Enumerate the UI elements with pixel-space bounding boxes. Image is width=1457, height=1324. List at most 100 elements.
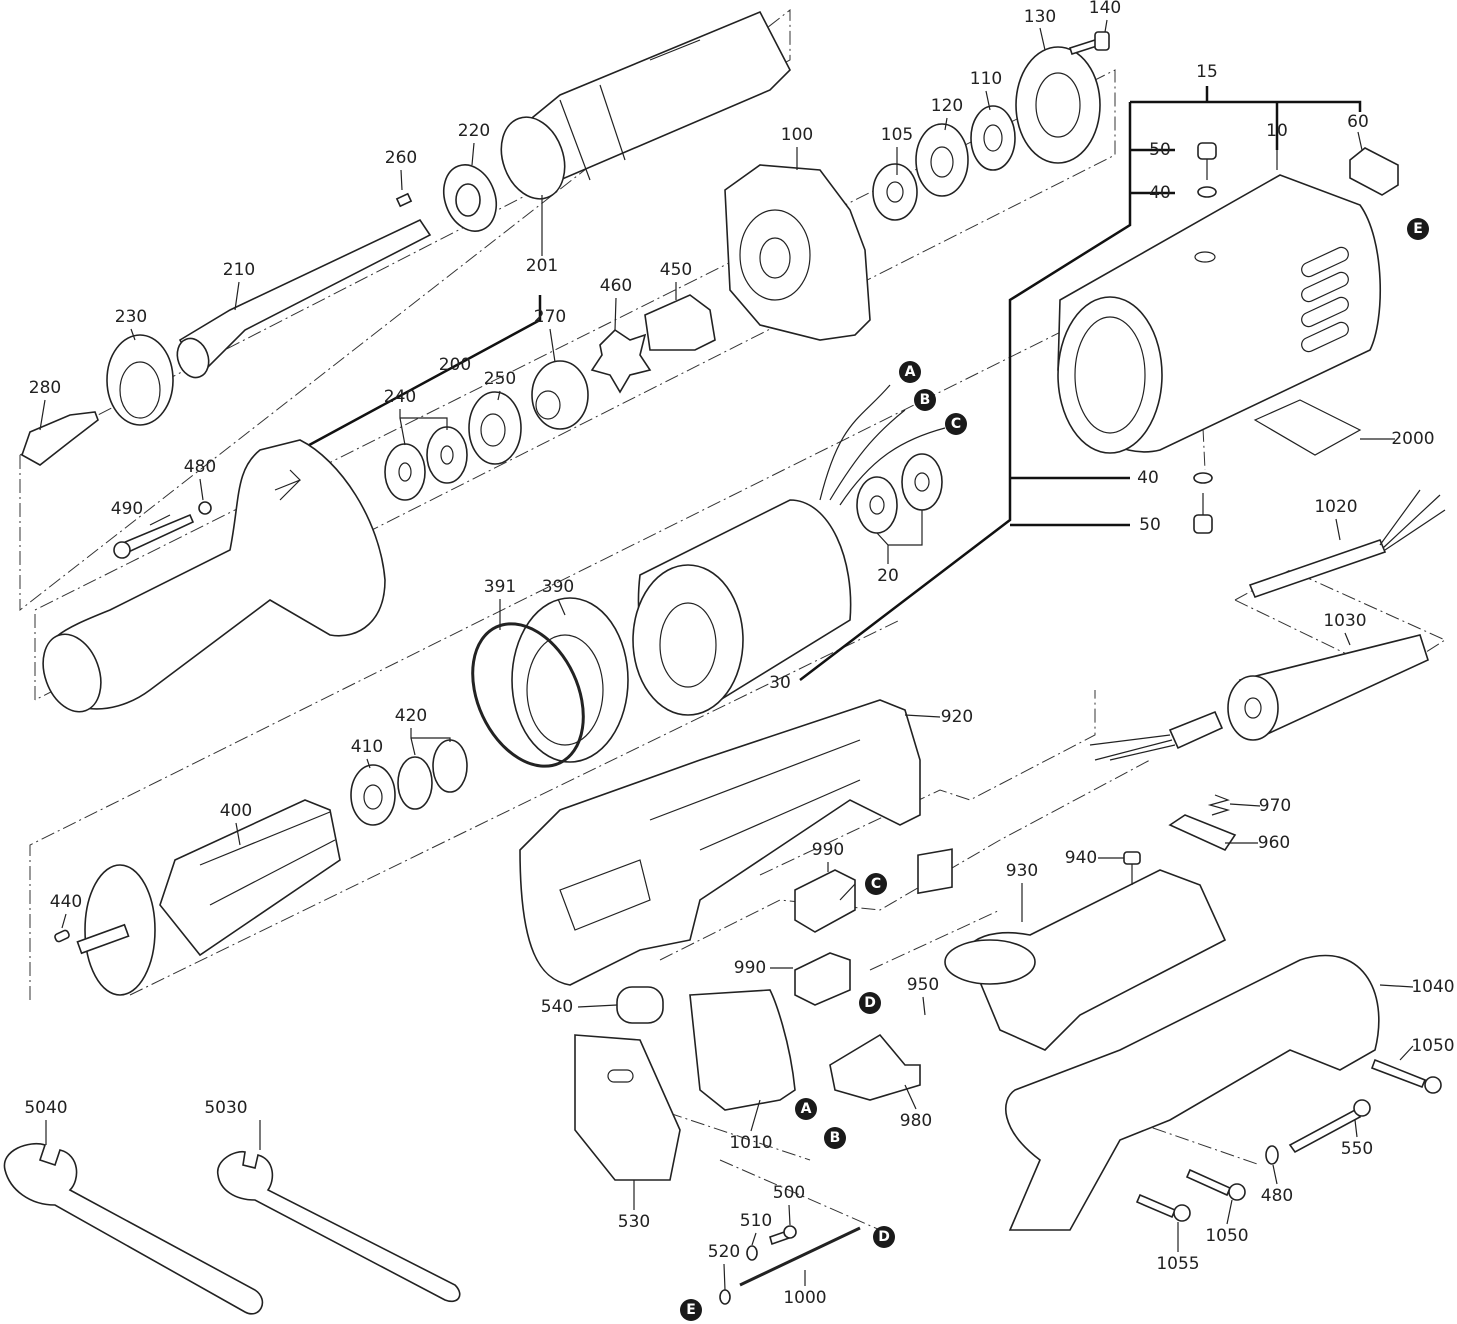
grip-sleeve-201 bbox=[500, 10, 791, 200]
part-label: 5030 bbox=[204, 1098, 247, 1118]
plate-530 bbox=[574, 1034, 681, 1181]
clip-960-970 bbox=[1168, 794, 1237, 852]
oring-391 bbox=[471, 622, 585, 768]
washers-20 bbox=[856, 453, 943, 534]
marker-c: C bbox=[945, 413, 967, 435]
part-label: 200 bbox=[439, 355, 471, 375]
connection-markers: A B C E C D A B D E bbox=[680, 218, 1429, 1321]
pad-950 bbox=[917, 848, 953, 895]
spindle-210 bbox=[176, 192, 432, 379]
part-label: 440 bbox=[50, 892, 82, 912]
part-label: 520 bbox=[708, 1242, 740, 1262]
part-label: 410 bbox=[351, 737, 383, 757]
svg-text:E: E bbox=[1413, 221, 1423, 237]
part-label: 510 bbox=[740, 1211, 772, 1231]
part-label: 1050 bbox=[1205, 1226, 1248, 1246]
part-label: 540 bbox=[541, 997, 573, 1017]
part-label: 960 bbox=[1258, 833, 1290, 853]
wrench-5040 bbox=[3, 1143, 264, 1315]
bearing-410 bbox=[350, 764, 396, 826]
plug-60 bbox=[1349, 147, 1399, 196]
svg-text:C: C bbox=[951, 416, 961, 432]
part-label: 420 bbox=[395, 706, 427, 726]
label-2000 bbox=[1253, 399, 1362, 456]
armature-400 bbox=[76, 799, 341, 996]
part-label: 1010 bbox=[729, 1133, 772, 1153]
part-label: 100 bbox=[781, 125, 813, 145]
svg-text:B: B bbox=[830, 1130, 841, 1146]
assembly-brackets bbox=[299, 86, 1362, 681]
svg-text:A: A bbox=[801, 1101, 812, 1117]
marker-b: B bbox=[914, 389, 936, 411]
part-label: 990 bbox=[734, 958, 766, 978]
svg-text:C: C bbox=[871, 876, 881, 892]
terminals-990 bbox=[794, 869, 856, 1006]
bearing-flange-100 bbox=[724, 164, 871, 341]
nut-230 bbox=[106, 334, 174, 426]
svg-text:B: B bbox=[920, 392, 931, 408]
marker-a: A bbox=[795, 1098, 817, 1120]
svg-text:D: D bbox=[878, 1229, 890, 1245]
part-labels: 130 140 15 10 60 50 40 100 105 120 110 2… bbox=[24, 0, 1454, 1308]
part-label: 400 bbox=[220, 801, 252, 821]
marker-d: D bbox=[873, 1226, 895, 1248]
part-label: 1040 bbox=[1411, 977, 1454, 997]
part-label: 105 bbox=[881, 125, 913, 145]
part-label: 210 bbox=[223, 260, 255, 280]
motor-housing-10 bbox=[1057, 174, 1382, 454]
part-label: 120 bbox=[931, 96, 963, 116]
coupling-460 bbox=[590, 328, 652, 394]
handle-half-1040 bbox=[1005, 954, 1380, 1231]
part-label: 980 bbox=[900, 1111, 932, 1131]
marker-a: A bbox=[899, 361, 921, 383]
part-label: 50 bbox=[1149, 140, 1171, 160]
bearing-250 bbox=[468, 391, 522, 465]
part-label: 240 bbox=[384, 387, 416, 407]
cable-1020 bbox=[1248, 489, 1446, 599]
part-label: 1020 bbox=[1314, 497, 1357, 517]
seal-110 bbox=[970, 105, 1016, 171]
part-label: 930 bbox=[1006, 861, 1038, 881]
part-label: 1000 bbox=[783, 1288, 826, 1308]
part-label: 15 bbox=[1196, 62, 1218, 82]
svg-text:D: D bbox=[864, 995, 876, 1011]
screws-washers-40-50 bbox=[1193, 142, 1217, 534]
svg-text:E: E bbox=[686, 1302, 696, 1318]
marker-d: D bbox=[859, 992, 881, 1014]
part-label: 230 bbox=[115, 307, 147, 327]
handle-half-920 bbox=[519, 699, 921, 986]
part-label: 60 bbox=[1347, 112, 1369, 132]
marker-e: E bbox=[680, 1299, 702, 1321]
rod-1000 bbox=[719, 1225, 861, 1305]
part-label: 140 bbox=[1089, 0, 1121, 18]
part-label: 2000 bbox=[1391, 429, 1434, 449]
switch-980 bbox=[829, 1033, 921, 1101]
clutch-270 bbox=[531, 360, 589, 430]
part-label: 950 bbox=[907, 975, 939, 995]
bearing-120 bbox=[915, 123, 969, 197]
part-label: 260 bbox=[385, 148, 417, 168]
ring-390 bbox=[511, 597, 629, 763]
washers-240 bbox=[384, 426, 468, 501]
marker-c: C bbox=[865, 873, 887, 895]
part-label: 450 bbox=[660, 260, 692, 280]
leader-lines bbox=[39, 19, 1414, 1291]
bearing-220 bbox=[442, 164, 498, 232]
part-label: 5040 bbox=[24, 1098, 67, 1118]
stator-30 bbox=[632, 384, 946, 716]
coupling-450 bbox=[644, 294, 716, 351]
part-label: 130 bbox=[1024, 7, 1056, 27]
part-label: 480 bbox=[1261, 1186, 1293, 1206]
part-label: 490 bbox=[111, 499, 143, 519]
part-label: 990 bbox=[812, 840, 844, 860]
part-label: 550 bbox=[1341, 1139, 1373, 1159]
screw-490 bbox=[113, 501, 212, 559]
svg-text:A: A bbox=[905, 364, 916, 380]
part-label: 1050 bbox=[1411, 1036, 1454, 1056]
part-label: 391 bbox=[484, 577, 516, 597]
part-label: 220 bbox=[458, 121, 490, 141]
part-label: 250 bbox=[484, 369, 516, 389]
cover-plate-1010 bbox=[689, 989, 796, 1111]
part-label: 280 bbox=[29, 378, 61, 398]
